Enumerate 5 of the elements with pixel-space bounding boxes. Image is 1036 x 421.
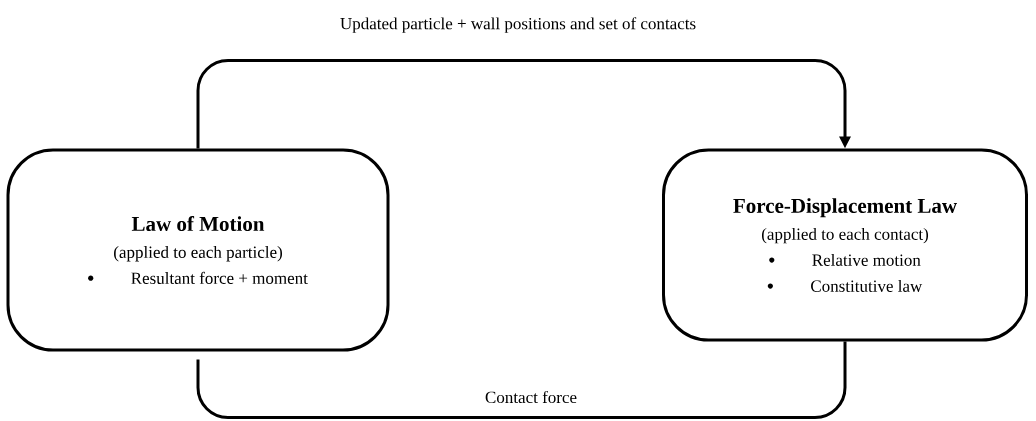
rounded-box: Force-Displacement Law (applied to each contact) Relative motion Constitutive law: [662, 148, 1028, 342]
edge-label: Updated particle + wall positions and set of contacts: [340, 17, 696, 33]
edge-label: Contact force: [485, 390, 577, 404]
rounded-box: Law of Motion (applied to each particle) Resultant force + moment: [6, 148, 390, 352]
connector-arrow: [196, 59, 851, 149]
